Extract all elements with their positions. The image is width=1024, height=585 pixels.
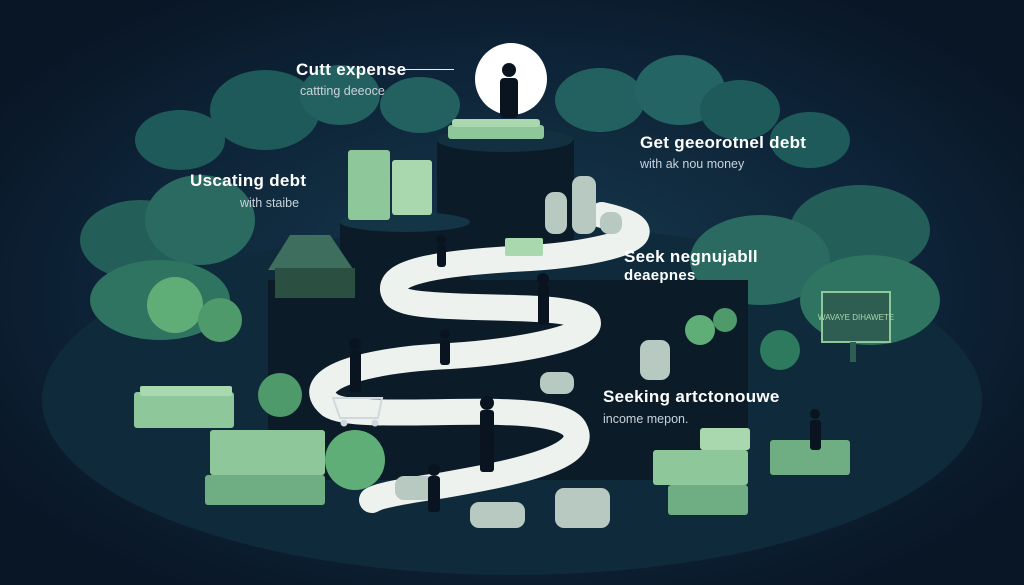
seeking-subtitle: income mepon. <box>603 412 689 426</box>
house-icon <box>268 235 355 298</box>
uscating-debt-title: Uscating debt <box>190 171 307 190</box>
billboard-text: WAVAYE DIHAWETE <box>818 313 894 322</box>
cut-expense-title: Cutt expense <box>296 60 407 79</box>
cut-expense-leader-line <box>402 69 454 70</box>
get-debt-subtitle: with ak nou money <box>640 157 745 171</box>
cut-expense-subtitle: cattting deeoce <box>300 84 385 98</box>
billboard-icon <box>821 291 891 362</box>
foreground-foliage <box>147 277 800 490</box>
uscating-debt-subtitle: with staibe <box>240 196 300 210</box>
shopping-cart-icon <box>331 397 384 427</box>
seek-title: Seek negnujabll <box>624 247 758 266</box>
get-debt-title: Get geeorotnel debt <box>640 133 807 152</box>
coin-stack-icon <box>395 176 670 528</box>
cash-stack-icon <box>134 150 850 515</box>
silhouette-person-icon <box>349 63 821 512</box>
seek-subtitle: deaepnes <box>624 267 696 284</box>
winding-path <box>309 202 650 513</box>
seeking-title: Seeking artctonouwe <box>603 387 780 406</box>
